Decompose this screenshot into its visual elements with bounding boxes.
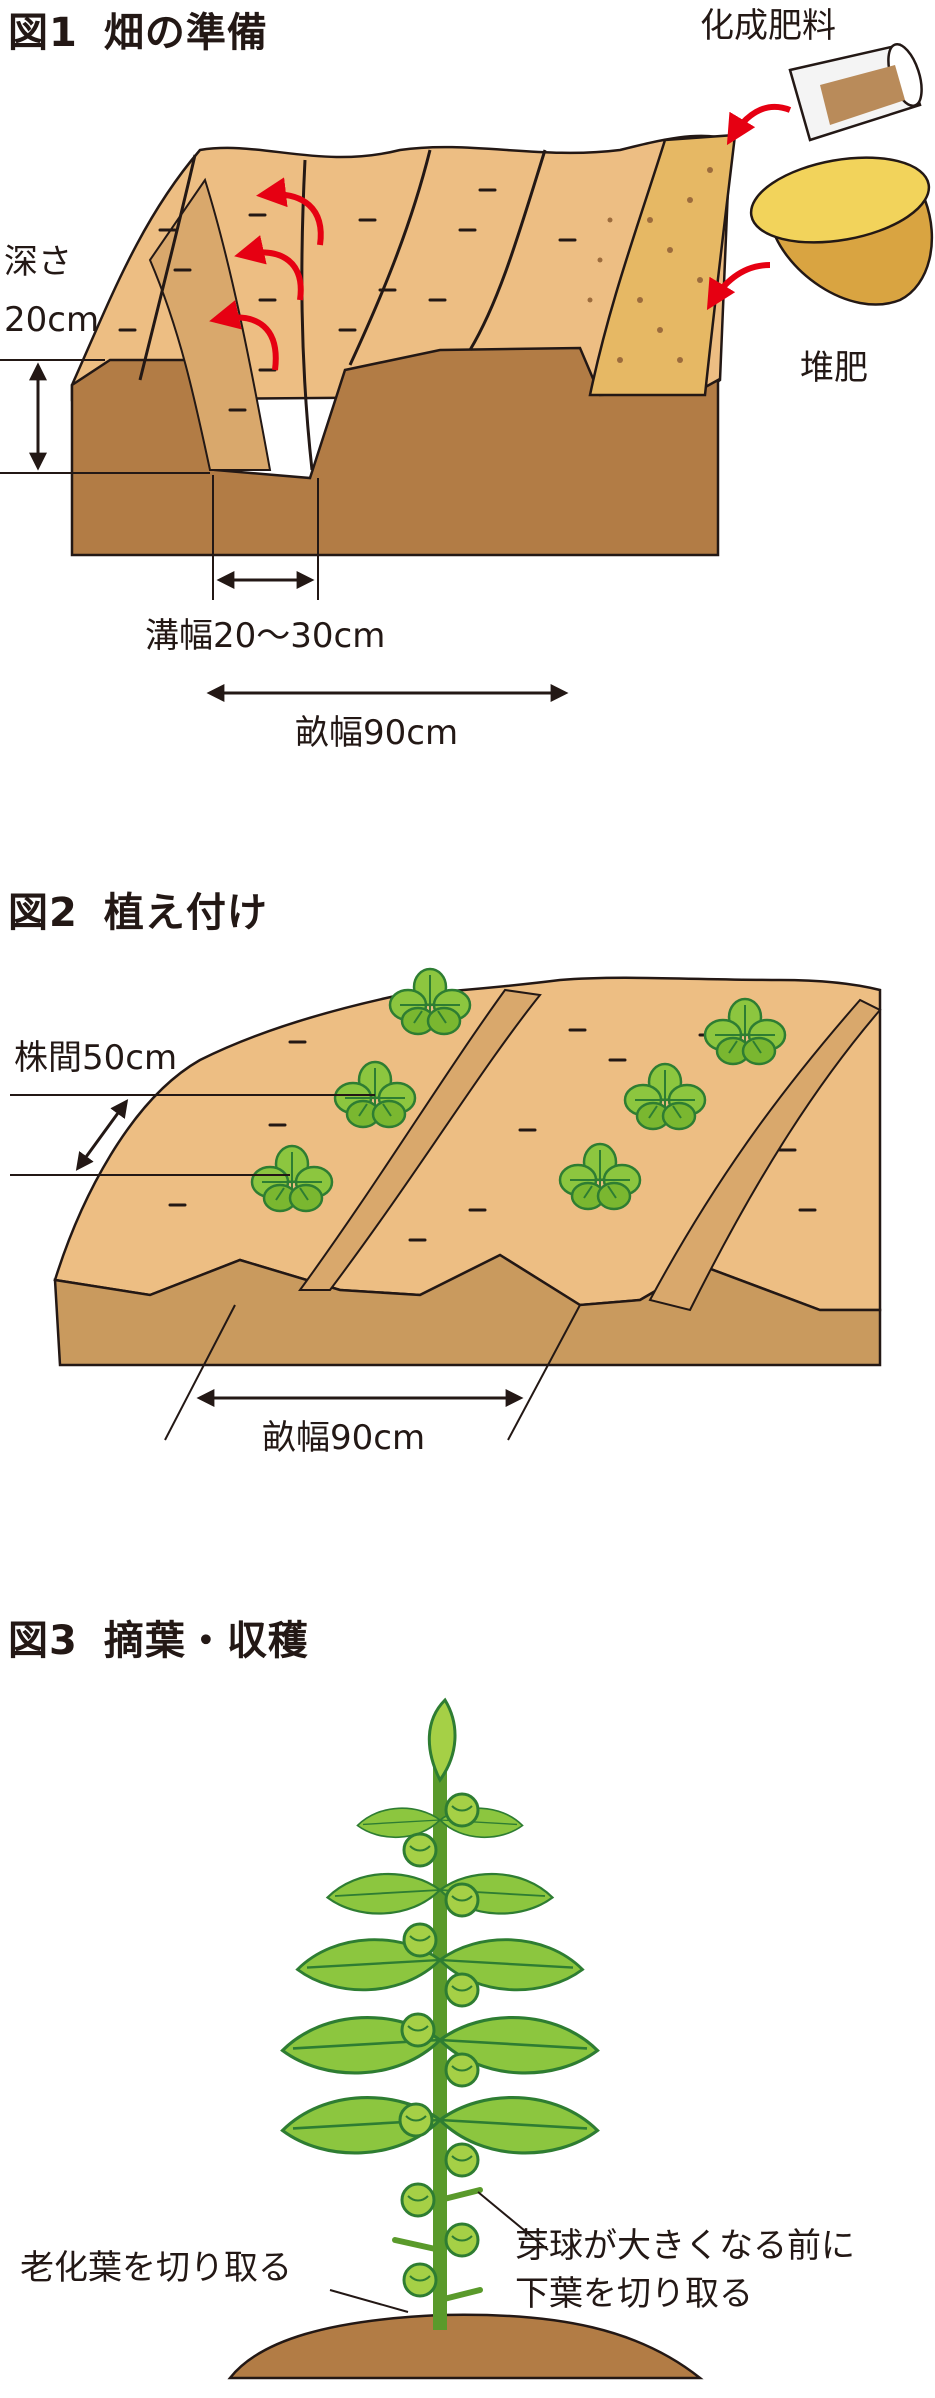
planting-ridge-width-label: 畝幅90cm (262, 1418, 426, 1458)
compost-basket (749, 156, 934, 306)
figure-1-title: 畑の準備 (103, 10, 268, 56)
cut-leaf-stubs (392, 2187, 483, 2303)
planting-illustration (10, 967, 882, 1441)
figure-2-planting: 図2 植え付け (0, 870, 935, 1490)
planting-ridge-right (648, 998, 882, 1312)
figure-3-title: 摘葉・収穫 (103, 1618, 309, 1664)
dig-arrows (209, 177, 324, 371)
brussels-sprout-plant-illustration (227, 1697, 704, 2380)
planting-ridge-left (298, 988, 542, 1291)
figure-3-heading: 図3 摘葉・収穫 (8, 1608, 309, 1666)
lower-leaves-label-line2: 下葉を切り取る (515, 2274, 753, 2314)
ground-mound (227, 2313, 704, 2380)
fertilizer-label: 化成肥料 (700, 6, 836, 46)
figure-1-heading: 図1 畑の準備 (8, 0, 268, 58)
lower-leaves-label-line1: 芽球が大きくなる前に (515, 2226, 855, 2266)
old-leaves-label: 老化葉を切り取る (20, 2248, 292, 2288)
pour-arrows (706, 103, 792, 311)
fertilizer-granules (587, 167, 713, 363)
field-preparation-illustration (0, 43, 934, 702)
planting-soil-top (53, 976, 882, 1312)
plant-leaves (280, 1697, 600, 2155)
figure-1-number: 図1 (8, 10, 78, 56)
figure-3-leaf-removal-harvest: 図3 摘葉・収穫 (0, 1600, 935, 2398)
lower-leaves-leader (477, 2191, 549, 2251)
plant-spacing-arrow (75, 1099, 129, 1171)
ridge-width-label: 畝幅90cm (295, 713, 459, 753)
old-leaves-leader (329, 2289, 409, 2313)
figure-2-heading: 図2 植え付け (8, 880, 268, 938)
soil-texture (118, 188, 577, 412)
figure-3-number: 図3 (8, 1618, 78, 1664)
compost-label: 堆肥 (800, 348, 868, 388)
figure-2-title: 植え付け (103, 890, 268, 936)
depth-label: 深さ (4, 242, 72, 282)
fertilized-furrow (588, 133, 737, 397)
fertilizer-cup (788, 43, 923, 142)
figure-1-field-preparation: 図1 畑の準備 (0, 0, 935, 780)
figure-2-number: 図2 (8, 890, 78, 936)
plant-spacing-label: 株間50cm (14, 1038, 178, 1078)
furrow-width-label: 溝幅20～30cm (145, 616, 386, 656)
depth-value: 20cm (4, 300, 100, 340)
